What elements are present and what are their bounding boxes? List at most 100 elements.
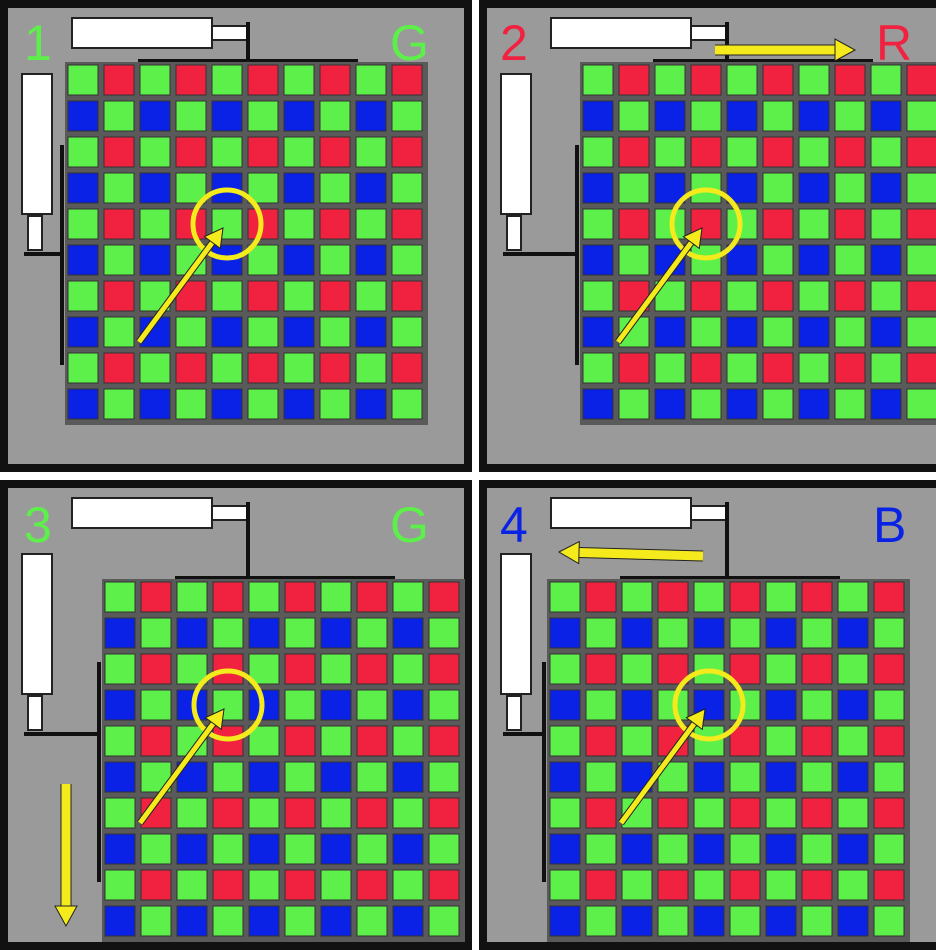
pixel-green xyxy=(321,582,351,612)
pixel-green xyxy=(622,726,652,756)
pixel-green xyxy=(104,245,134,275)
top-actuator-body xyxy=(551,498,691,528)
pixel-red xyxy=(586,654,616,684)
pixel-red xyxy=(835,65,865,95)
pixel-blue xyxy=(356,317,386,347)
pixel-green xyxy=(212,353,242,383)
pixel-green xyxy=(104,317,134,347)
pixel-green xyxy=(550,870,580,900)
pixel-blue xyxy=(766,906,796,936)
pixel-red xyxy=(392,209,422,239)
pixel-red xyxy=(835,137,865,167)
side-actuator-body xyxy=(501,74,531,214)
pixel-red xyxy=(586,798,616,828)
pixel-green xyxy=(68,209,98,239)
pixel-blue xyxy=(871,245,901,275)
pixel-green xyxy=(874,690,904,720)
pixel-green xyxy=(140,65,170,95)
pixel-red xyxy=(141,726,171,756)
panel-3-channel-label: G xyxy=(390,497,429,553)
panel-2-number: 2 xyxy=(500,15,528,71)
pixel-blue xyxy=(838,834,868,864)
pixel-red xyxy=(658,870,688,900)
pixel-blue xyxy=(393,906,423,936)
pixel-green xyxy=(213,906,243,936)
pixel-blue xyxy=(356,101,386,131)
pixel-green xyxy=(320,389,350,419)
pixel-green xyxy=(249,870,279,900)
pixel-blue xyxy=(694,618,724,648)
pixel-blue xyxy=(694,834,724,864)
pixel-green xyxy=(357,834,387,864)
shift-left-arrow-shaft xyxy=(579,553,703,556)
pixel-green xyxy=(766,726,796,756)
pixel-red xyxy=(357,654,387,684)
pixel-green xyxy=(871,209,901,239)
pixel-green xyxy=(730,618,760,648)
pixel-green xyxy=(874,906,904,936)
pixel-red xyxy=(802,582,832,612)
pixel-green xyxy=(176,389,206,419)
pixel-green xyxy=(799,281,829,311)
pixel-green xyxy=(248,317,278,347)
pixel-green xyxy=(766,870,796,900)
pixel-green xyxy=(140,353,170,383)
panel-4-sensor-grid xyxy=(547,579,910,942)
pixel-green xyxy=(799,137,829,167)
pixel-green xyxy=(141,618,171,648)
pixel-green xyxy=(104,389,134,419)
pixel-red xyxy=(213,582,243,612)
pixel-green xyxy=(874,762,904,792)
pixel-blue xyxy=(583,173,613,203)
pixel-green xyxy=(357,618,387,648)
pixel-green xyxy=(284,65,314,95)
pixel-green xyxy=(392,173,422,203)
pixel-green xyxy=(284,137,314,167)
pixel-green xyxy=(68,353,98,383)
pixel-red xyxy=(658,798,688,828)
pixel-red xyxy=(802,654,832,684)
pixel-red xyxy=(248,137,278,167)
top-actuator-body xyxy=(72,18,212,48)
pixel-green xyxy=(104,173,134,203)
pixel-green xyxy=(658,618,688,648)
pixel-blue xyxy=(727,317,757,347)
pixel-green xyxy=(105,798,135,828)
pixel-green xyxy=(766,582,796,612)
pixel-red xyxy=(763,281,793,311)
pixel-green xyxy=(177,798,207,828)
pixel-red xyxy=(320,209,350,239)
pixel-green xyxy=(727,281,757,311)
pixel-red xyxy=(285,582,315,612)
pixel-green xyxy=(550,654,580,684)
pixel-blue xyxy=(871,173,901,203)
pixel-green xyxy=(285,834,315,864)
pixel-green xyxy=(393,798,423,828)
pixel-blue xyxy=(140,101,170,131)
pixel-blue xyxy=(249,906,279,936)
top-actuator-rod xyxy=(212,506,248,520)
pixel-green xyxy=(213,834,243,864)
pixel-green xyxy=(586,906,616,936)
pixel-green xyxy=(392,389,422,419)
pixel-green xyxy=(392,101,422,131)
pixel-blue xyxy=(284,101,314,131)
pixel-green xyxy=(835,317,865,347)
pixel-green xyxy=(658,834,688,864)
side-actuator-body xyxy=(22,554,52,694)
pixel-blue xyxy=(799,245,829,275)
pixel-red xyxy=(429,582,459,612)
pixel-blue xyxy=(871,389,901,419)
pixel-blue xyxy=(727,101,757,131)
panel-3-number: 3 xyxy=(24,497,52,553)
pixel-red xyxy=(285,654,315,684)
pixel-green xyxy=(429,834,459,864)
pixel-green xyxy=(691,389,721,419)
pixel-green xyxy=(140,137,170,167)
pixel-red xyxy=(357,798,387,828)
side-actuator-rod xyxy=(507,216,521,250)
pixel-red xyxy=(357,726,387,756)
panel-2-sensor-grid xyxy=(580,62,936,425)
pixel-red xyxy=(320,353,350,383)
pixel-green xyxy=(907,101,936,131)
